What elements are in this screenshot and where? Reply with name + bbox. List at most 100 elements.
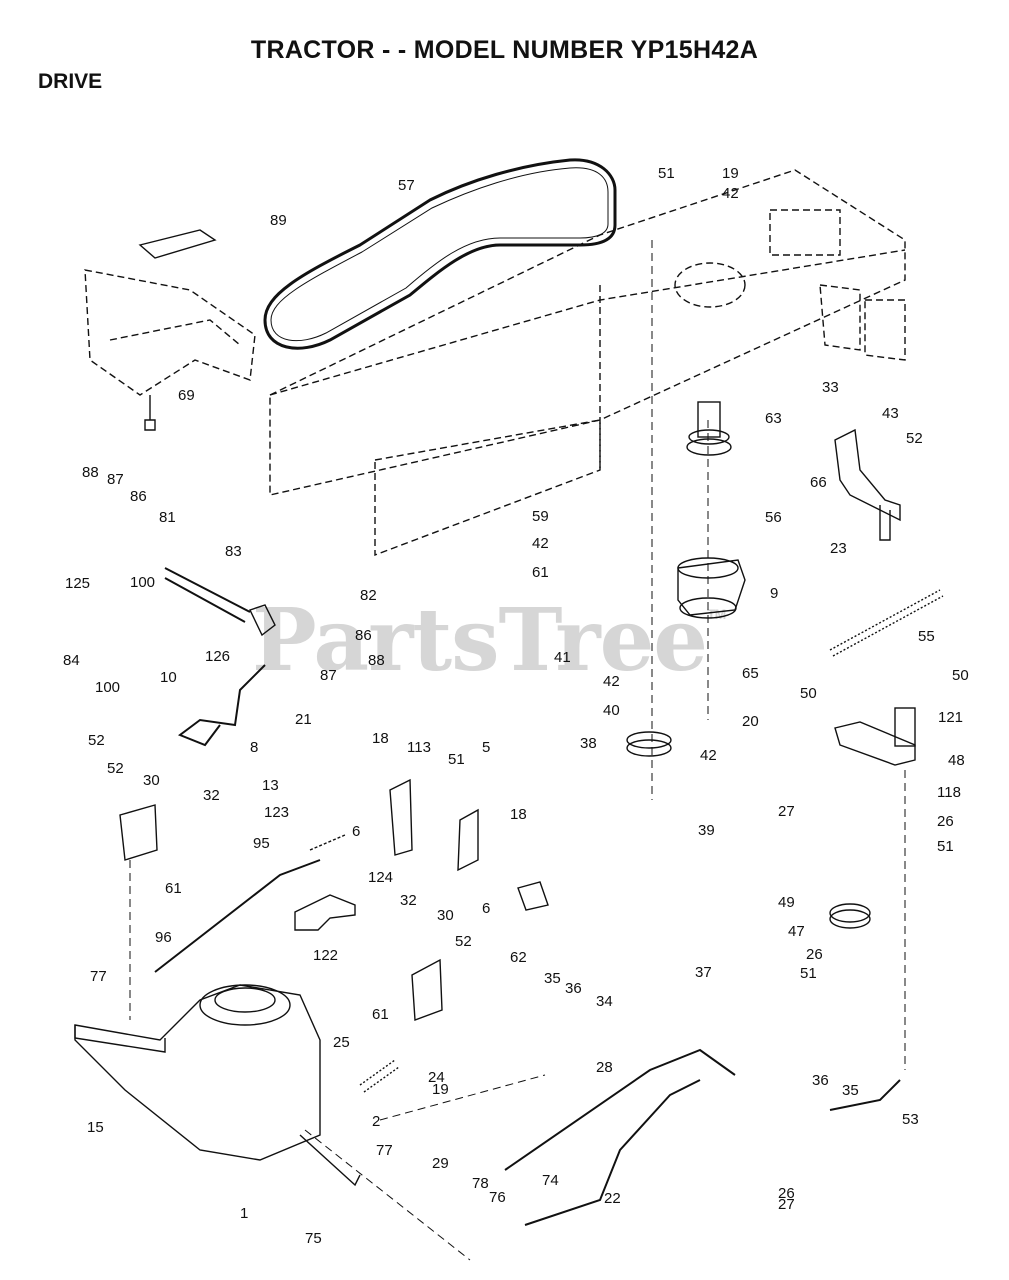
part-callout-35: 35 [544, 970, 561, 987]
part-callout-51: 51 [937, 838, 954, 855]
part-callout-56: 56 [765, 509, 782, 526]
part-callout-10: 10 [160, 669, 177, 686]
part-callout-50: 50 [800, 685, 817, 702]
part-callout-83: 83 [225, 543, 242, 560]
part-callout-75: 75 [305, 1230, 322, 1247]
part-callout-33: 33 [822, 379, 839, 396]
part-callout-59: 59 [532, 508, 549, 525]
part-callout-52: 52 [88, 732, 105, 749]
transaxle [74, 984, 361, 1187]
part-callout-6: 6 [352, 823, 360, 840]
part-callout-81: 81 [159, 509, 176, 526]
part-callout-36: 36 [812, 1072, 829, 1089]
part-callout-100: 100 [130, 574, 155, 591]
part-callout-25: 25 [333, 1034, 350, 1051]
part-callout-87: 87 [107, 471, 124, 488]
part-callout-88: 88 [82, 464, 99, 481]
part-callout-34: 34 [596, 993, 613, 1010]
part-callout-21: 21 [295, 711, 312, 728]
part-callout-13: 13 [262, 777, 279, 794]
part-callout-121: 121 [938, 709, 963, 726]
part-callout-1: 1 [240, 1205, 248, 1222]
part-callout-77: 77 [376, 1142, 393, 1159]
watermark: PartsTreeTM [252, 590, 726, 691]
part-callout-51: 51 [800, 965, 817, 982]
part-callout-62: 62 [510, 949, 527, 966]
part-callout-8: 8 [250, 739, 258, 756]
part-callout-96: 96 [155, 929, 172, 946]
part-callout-27: 27 [778, 1196, 795, 1213]
part-callout-87: 87 [320, 667, 337, 684]
part-callout-18: 18 [510, 806, 527, 823]
part-callout-26: 26 [806, 946, 823, 963]
part-callout-42: 42 [603, 673, 620, 690]
part-callout-51: 51 [448, 751, 465, 768]
part-callout-63: 63 [765, 410, 782, 427]
page-title: TRACTOR - - MODEL NUMBER YP15H42A [250, 36, 759, 64]
part-callout-39: 39 [698, 822, 715, 839]
pedal-rod [177, 664, 266, 747]
part-callout-53: 53 [902, 1111, 919, 1128]
part-callout-55: 55 [918, 628, 935, 645]
part-callout-28: 28 [596, 1059, 613, 1076]
part-callout-50: 50 [952, 667, 969, 684]
part-callout-61: 61 [372, 1006, 389, 1023]
part-callout-51: 51 [658, 165, 675, 182]
part-callout-27: 27 [778, 803, 795, 820]
part-callout-122: 122 [313, 947, 338, 964]
part-callout-47: 47 [788, 923, 805, 940]
part-callout-19: 19 [432, 1081, 449, 1098]
part-callout-113: 113 [407, 739, 431, 756]
part-callout-89: 89 [270, 212, 287, 229]
part-callout-88: 88 [368, 652, 385, 669]
part-callout-42: 42 [700, 747, 717, 764]
part-callout-43: 43 [882, 405, 899, 422]
part-callout-40: 40 [603, 702, 620, 719]
part-callout-2: 2 [372, 1113, 380, 1130]
part-callout-123: 123 [264, 804, 289, 821]
part-callout-18: 18 [372, 730, 389, 747]
watermark-text: PartsTree [252, 590, 708, 691]
dash-plate [138, 229, 217, 259]
part-callout-36: 36 [565, 980, 582, 997]
pulley-63 [686, 401, 732, 456]
part-callout-52: 52 [906, 430, 923, 447]
linkage-rod-28 [504, 1048, 736, 1171]
part-callout-126: 126 [205, 648, 230, 665]
part-callout-69: 69 [178, 387, 195, 404]
part-callout-19: 19 [722, 165, 739, 182]
part-callout-49: 49 [778, 894, 795, 911]
part-callout-95: 95 [253, 835, 270, 852]
part-callout-6: 6 [482, 900, 490, 917]
part-callout-29: 29 [432, 1155, 449, 1172]
part-callout-52: 52 [107, 760, 124, 777]
part-callout-32: 32 [400, 892, 417, 909]
linkage-rod-22 [524, 1079, 701, 1226]
part-callout-61: 61 [532, 564, 549, 581]
part-callout-32: 32 [203, 787, 220, 804]
part-callout-76: 76 [489, 1189, 506, 1206]
part-callout-26: 26 [937, 813, 954, 830]
electric-clutch [677, 557, 746, 619]
part-callout-20: 20 [742, 713, 759, 730]
part-callout-84: 84 [63, 652, 80, 669]
hood-outline [84, 269, 256, 396]
drive-belt [263, 158, 617, 350]
part-callout-86: 86 [130, 488, 147, 505]
spring-55 [829, 589, 944, 657]
part-callout-74: 74 [542, 1172, 559, 1189]
part-callout-100: 100 [95, 679, 120, 696]
part-callout-38: 38 [580, 735, 597, 752]
part-callout-65: 65 [742, 665, 759, 682]
part-callout-15: 15 [87, 1119, 104, 1136]
part-callout-5: 5 [482, 739, 490, 756]
part-callout-35: 35 [842, 1082, 859, 1099]
part-callout-61: 61 [165, 880, 182, 897]
part-callout-9: 9 [770, 585, 778, 602]
part-callout-30: 30 [437, 907, 454, 924]
part-callout-124: 124 [368, 869, 393, 886]
part-callout-42: 42 [722, 185, 739, 202]
part-callout-57: 57 [398, 177, 415, 194]
part-callout-41: 41 [554, 649, 571, 666]
